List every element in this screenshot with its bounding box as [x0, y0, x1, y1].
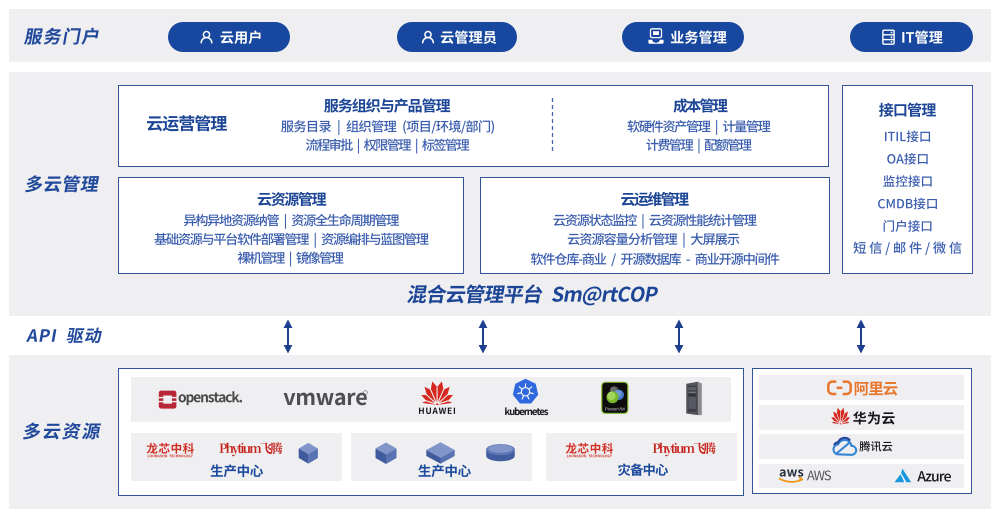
svg-text:PowerVM: PowerVM	[605, 406, 625, 411]
